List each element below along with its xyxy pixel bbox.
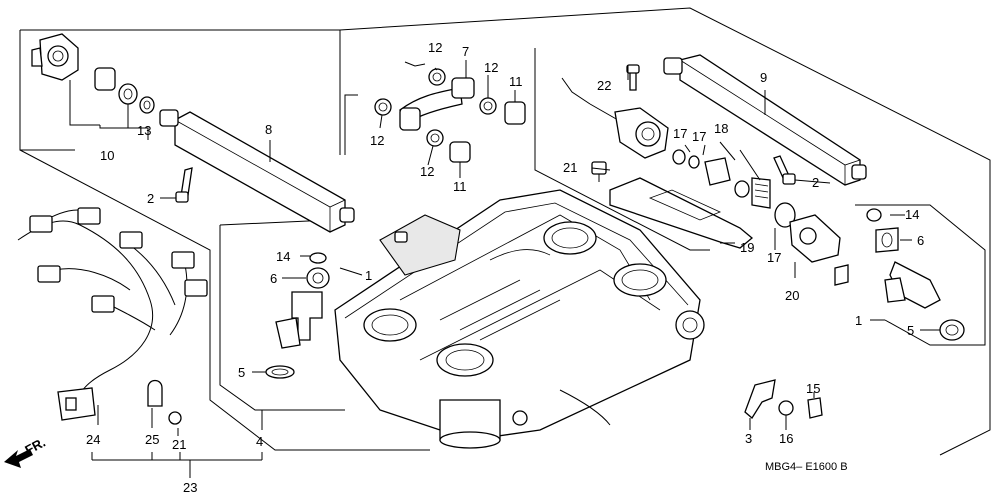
- callout-13: 13: [137, 123, 151, 138]
- callout-7: 7: [462, 44, 469, 59]
- callout-9: 9: [760, 70, 767, 85]
- callout-14-left: 14: [276, 249, 290, 264]
- injector-left: [265, 252, 363, 379]
- bracket-3: [744, 379, 776, 430]
- pressure-regulator-left: [31, 33, 155, 140]
- wiring-harness: [17, 207, 208, 436]
- callout-24: 24: [86, 432, 100, 447]
- callout-2-right: 2: [812, 175, 819, 190]
- callout-15: 15: [806, 381, 820, 396]
- sensor-20: [789, 214, 849, 286]
- bolt-2-right: [773, 155, 796, 185]
- callout-11-top: 11: [509, 74, 523, 89]
- callout-25: 25: [145, 432, 159, 447]
- bolt-15: [807, 392, 823, 419]
- fuel-joint-7: [374, 61, 526, 163]
- arrow-icon: [4, 449, 33, 468]
- callout-20: 20: [785, 288, 799, 303]
- callout-17-c: 17: [767, 250, 781, 265]
- callout-22: 22: [597, 78, 611, 93]
- callout-5-right: 5: [907, 323, 914, 338]
- fuel-rail-9: [663, 54, 867, 186]
- callout-21-bottom: 21: [172, 437, 186, 452]
- callout-19: 19: [740, 240, 754, 255]
- callout-1-right: 1: [855, 313, 862, 328]
- bolt-21-top: [591, 161, 607, 182]
- leader-lines: [91, 60, 940, 478]
- callout-16: 16: [779, 431, 793, 446]
- callout-17-a: 17: [673, 126, 687, 141]
- callout-12-bottom: 12: [420, 164, 434, 179]
- pressure-regulator-right: [561, 64, 796, 228]
- callout-14-right: 14: [905, 207, 919, 222]
- callout-17-b: 17: [692, 129, 706, 144]
- callout-12-left: 12: [370, 133, 384, 148]
- callout-12-right: 12: [484, 60, 498, 75]
- callout-1-left: 1: [365, 268, 372, 283]
- callout-21-top: 21: [563, 160, 577, 175]
- callout-8: 8: [265, 122, 272, 137]
- callout-10: 10: [100, 148, 114, 163]
- bracket-19: [609, 177, 754, 249]
- callout-18: 18: [714, 121, 728, 136]
- bolt-2-left: [175, 167, 193, 203]
- front-direction-arrow: FR.: [4, 435, 48, 468]
- frame-lines: [19, 7, 991, 456]
- callout-6-left: 6: [270, 271, 277, 286]
- injector-right: [866, 208, 965, 341]
- callout-6-right: 6: [917, 233, 924, 248]
- callout-5-left: 5: [238, 365, 245, 380]
- fuel-rail-8: [159, 109, 355, 233]
- callout-12-top: 12: [428, 40, 442, 55]
- callout-4: 4: [256, 434, 263, 449]
- bolt-16: [778, 400, 794, 430]
- callout-11-bottom: 11: [453, 179, 467, 194]
- callout-3: 3: [745, 431, 752, 446]
- callout-23: 23: [183, 480, 197, 495]
- callout-labels: 10 13 8 2 12 7 12 11 12 12 11 22 9 17 17…: [86, 40, 924, 495]
- diagram-code: MBG4– E1600 B: [765, 461, 848, 473]
- callout-2-left: 2: [147, 191, 154, 206]
- throttle-body: [334, 189, 705, 449]
